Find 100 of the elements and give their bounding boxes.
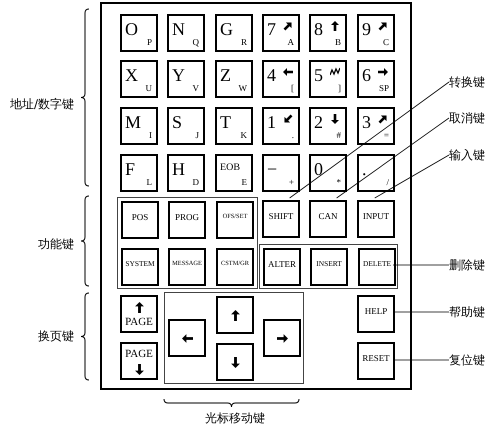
key-sublabel: Q [192,38,199,47]
brace-label: 光标移动键 [204,410,266,424]
keyboard-key [167,60,205,98]
key-label: PAGE [124,317,154,328]
keyboard-key [121,201,159,239]
keyboard-key [358,248,396,286]
keyboard-key [262,107,300,145]
key-label: 3 [362,113,371,131]
key-sublabel: [ [291,84,294,93]
key-label: POS [130,212,150,222]
key-sublabel: P [146,38,152,47]
keyboard-key [120,107,158,145]
key-label: 2 [314,113,323,131]
leader-line [392,264,450,266]
keyboard-key [309,200,347,238]
keyboard-key [309,107,347,145]
key-label: H [172,160,185,178]
keyboard-key [216,296,254,334]
key-label: 0 [314,160,323,178]
key-sublabel: K [240,131,247,140]
callout-label: 复位键 [449,352,493,368]
key-label: T [220,113,231,131]
key-sublabel: V [192,84,199,93]
keyboard-key [215,154,253,192]
key-label: PROG [174,212,200,222]
keyboard-key [167,107,205,145]
key-sublabel: W [238,84,247,93]
key-label: G [220,20,233,38]
keyboard-key [120,295,158,333]
key-label: HELP [364,306,388,316]
key-sublabel: # [336,131,341,140]
key-sublabel: C [382,38,389,47]
callout-label: 取消键 [449,110,493,126]
key-label: CAN [317,212,338,220]
keyboard-key [121,248,159,286]
keyboard-key [120,60,158,98]
brace-label: 地址/数字键 [8,96,74,112]
keyboard-key [168,248,206,286]
keyboard-key [357,154,395,192]
key-label: PAGE [124,349,154,360]
keypad-panel [100,2,412,390]
keyboard-key [216,248,254,286]
callout-label: 转换键 [449,74,493,90]
brace-label: 换页键 [37,328,74,344]
keyboard-key [309,14,347,52]
keyboard-key [168,319,206,357]
keyboard-key [262,60,300,98]
key-label: O [125,20,138,38]
key-sublabel: = [384,131,389,140]
key-sublabel: R [240,38,247,47]
keyboard-key [120,342,158,380]
keyboard-key [262,14,300,52]
keyboard-key [262,154,300,192]
key-sublabel: ] [338,84,341,93]
key-label: M [125,113,142,131]
key-sublabel: L [146,178,152,187]
keyboard-key [120,154,158,192]
keyboard-key [357,342,395,380]
key-label: 4 [267,66,276,84]
key-label: SHIFT [268,212,294,220]
key-label: . [362,160,366,178]
key-group-frame [259,244,398,289]
key-label: Z [220,66,231,84]
key-label: INPUT [362,212,390,220]
key-label: RESET [361,354,391,362]
key-sublabel: * [336,178,341,187]
key-label: − [267,160,278,178]
callout-label: 帮助键 [449,304,493,320]
keyboard-key [216,201,254,239]
keyboard-key [167,14,205,52]
key-sublabel: D [192,178,199,187]
key-label: 5 [314,66,323,84]
key-sublabel: A [288,38,294,47]
callout-label: 输入键 [449,147,493,163]
key-sublabel: E [242,178,247,187]
keyboard-key [357,60,395,98]
key-sublabel: B [334,38,341,47]
keyboard-key [263,319,301,357]
key-sublabel: + [288,178,294,187]
keyboard-key [215,107,253,145]
key-sublabel: U [146,84,152,93]
keyboard-key [309,60,347,98]
keyboard-key [215,14,253,52]
keyboard-key [120,14,158,52]
key-label: X [125,66,138,84]
brace-label: 功能键 [37,236,74,252]
key-label: ALTER [267,260,297,268]
key-sublabel: I [149,131,152,140]
leader-line [289,82,450,198]
key-label: 8 [314,20,323,38]
key-label: S [172,113,182,131]
keyboard-key [216,343,254,381]
keyboard-key [357,295,395,333]
key-label: N [172,20,185,38]
keyboard-key [262,200,300,238]
leader-line [374,154,450,198]
keyboard-key [167,154,205,192]
key-label: 1 [267,113,276,131]
leader-line [336,118,450,198]
key-group-frame [117,197,258,289]
